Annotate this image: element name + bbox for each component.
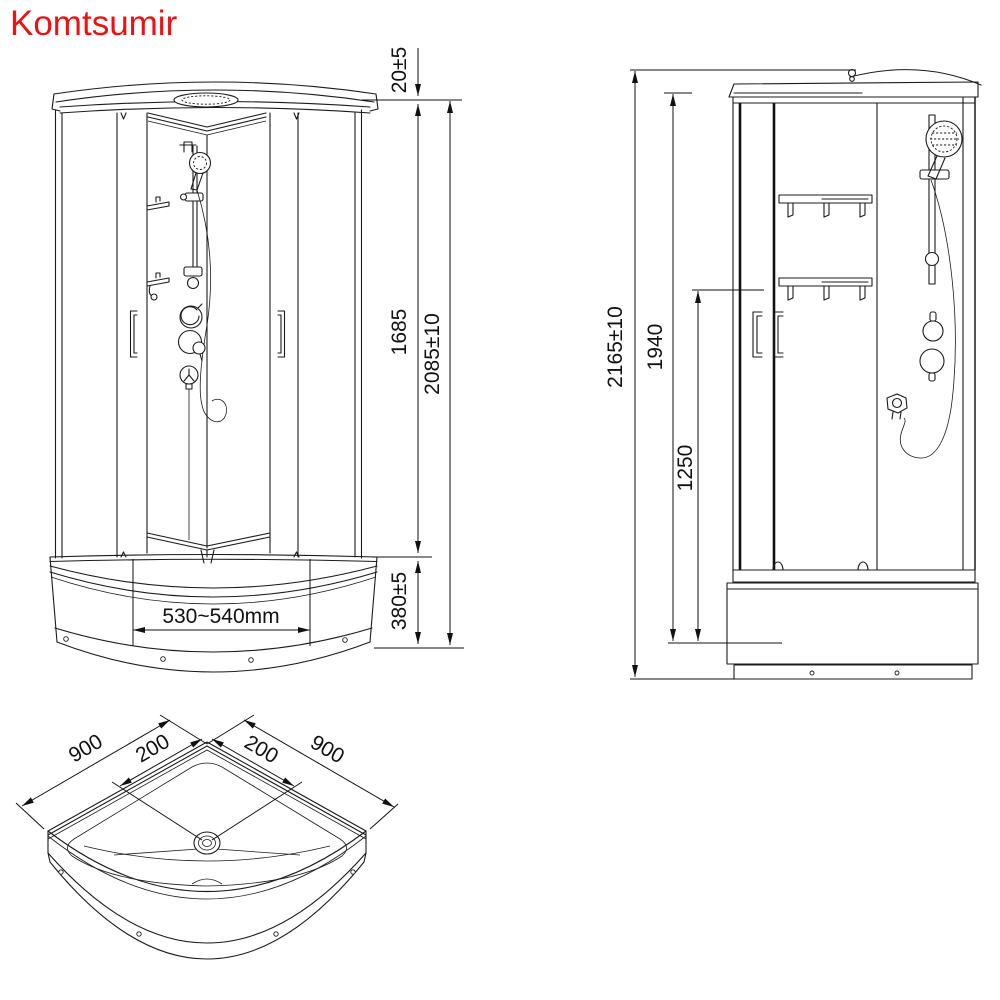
plan-tray (47, 741, 367, 960)
dim-door-opening: 530~540mm (162, 605, 279, 628)
side-enclosure (732, 96, 976, 571)
rain-shower-head (173, 92, 239, 108)
front-tray (49, 532, 378, 673)
side-knob-2 (919, 348, 945, 374)
brand-logo-text: Komtsumir (10, 4, 178, 43)
side-dimensions: 2165±10 1940 1250 (604, 69, 856, 680)
dim-shelf-height: 1250 (674, 445, 697, 492)
dim-left-side-width: 900 (65, 730, 107, 767)
dim-right-side-width: 900 (306, 731, 348, 768)
steam-dome (849, 69, 982, 86)
side-tray (726, 569, 979, 680)
plan-view: 900 200 200 900 (15, 714, 399, 960)
shelf-edge-2 (146, 272, 170, 287)
hand-shower-front (188, 151, 212, 175)
side-canopy (728, 68, 982, 98)
dim-overall-height-side: 2165±10 (604, 306, 627, 388)
left-door-handle (129, 310, 138, 358)
dim-cabin-height: 1940 (644, 324, 667, 371)
front-enclosure (54, 109, 363, 559)
dim-glass-height: 1685 (388, 309, 411, 356)
shower-hose-front (196, 189, 227, 423)
side-door-handle-1 (752, 311, 763, 358)
front-view: 20±5 1685 2085±10 380±5 530~540mm (49, 47, 464, 673)
dim-top-clearance: 20±5 (388, 47, 411, 94)
dim-left-center-offset: 200 (132, 730, 174, 767)
side-shower-column (886, 114, 963, 459)
shower-hose-side (899, 179, 956, 459)
side-view: 2165±10 1940 1250 (604, 68, 982, 680)
dim-overall-height-front: 2085±10 (421, 313, 444, 395)
side-door-handle-2 (773, 311, 784, 358)
front-dimensions: 20±5 1685 2085±10 380±5 530~540mm (133, 47, 464, 649)
dim-tray-height: 380±5 (388, 572, 411, 630)
side-shelves (778, 194, 873, 301)
front-shower-column (146, 141, 227, 540)
dim-right-center-offset: 200 (240, 731, 282, 768)
front-canopy (51, 81, 379, 114)
side-knob-1 (922, 320, 944, 342)
drain (193, 831, 221, 855)
shelf-edge-1 (146, 196, 170, 211)
right-door-handle (277, 310, 286, 358)
